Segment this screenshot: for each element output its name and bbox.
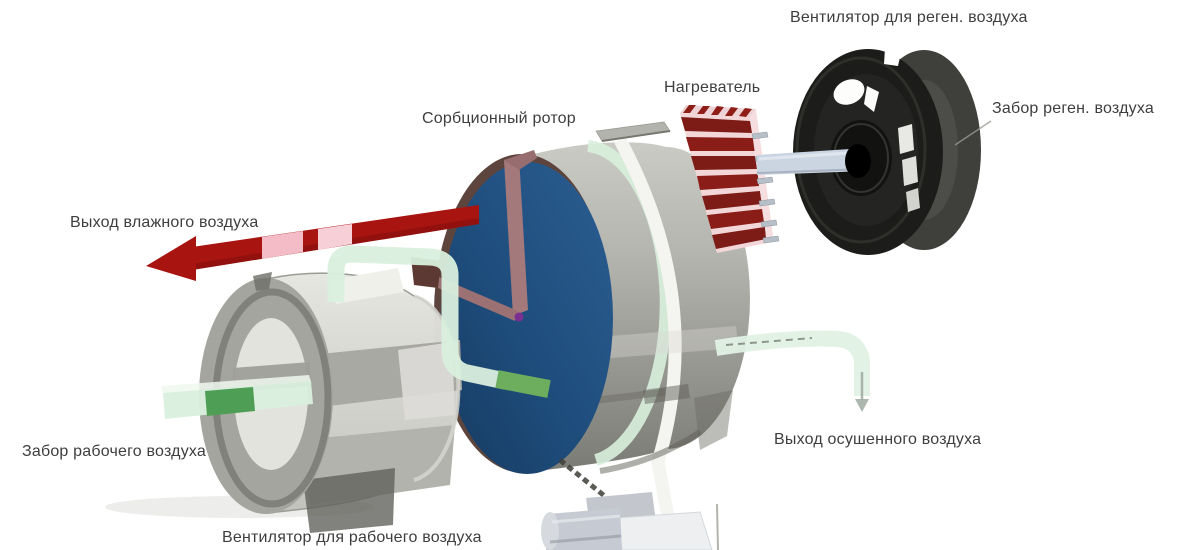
drum-top-plate-edge — [601, 130, 671, 142]
motor-end-cap — [541, 512, 559, 550]
label-dry-air-out: Выход осушенного воздуха — [774, 431, 982, 448]
process-air-duct — [327, 245, 551, 398]
drum-corner-shadow — [694, 390, 733, 450]
rotor-face — [441, 162, 613, 474]
humid-air-arrow — [146, 205, 479, 281]
dry-air-outlet — [714, 330, 870, 412]
sorption-rotor — [411, 121, 750, 550]
drum-highlight — [597, 326, 738, 359]
motor-support-line — [716, 503, 719, 550]
motor-shade-1 — [551, 514, 621, 524]
heater-fins — [681, 117, 766, 249]
fan-drum-right-edge — [413, 294, 461, 482]
regen-fan — [756, 44, 992, 255]
motor-bracket — [617, 511, 713, 550]
label-work-fan: Вентилятор для рабочего воздуха — [222, 529, 482, 546]
drive-chain — [558, 458, 614, 504]
dry-arrow-head — [855, 399, 869, 412]
label-work-air-intake: Забор рабочего воздуха — [22, 443, 207, 460]
label-sorption-rotor: Сорбционный ротор — [422, 110, 576, 127]
drum-silhouette-dashes — [725, 337, 813, 346]
band-dark-segment — [205, 387, 255, 416]
sector-bar-top — [504, 150, 537, 170]
wheel-cutout-2 — [864, 86, 879, 112]
fan-blade-right — [398, 342, 455, 420]
fan-bottom-shadow — [303, 468, 395, 533]
regen-intake-pointer — [954, 120, 992, 146]
drum-top-plate — [595, 121, 671, 142]
heater — [680, 105, 780, 253]
working-air-band — [161, 375, 313, 419]
wheel-cutout-1 — [833, 79, 865, 105]
arrow-pink-segment-2 — [318, 224, 352, 250]
heater-side-frame — [750, 109, 773, 243]
arrow-pink-segment-1 — [262, 231, 303, 259]
label-humid-air-out: Выход влажного воздуха — [70, 214, 259, 231]
fan-ring-notch — [253, 272, 272, 291]
arrow-head — [146, 236, 196, 281]
heater-top-stripes — [683, 105, 752, 117]
band-top-face — [161, 375, 311, 393]
motor-shade-2 — [549, 534, 622, 544]
sector-bar-vertical — [504, 156, 528, 316]
sector-pivot-dot — [514, 312, 524, 322]
rotor-drive-belt — [614, 136, 682, 550]
regen-fan-slats — [898, 124, 920, 212]
label-regen-intake: Забор реген. воздуха — [992, 100, 1154, 117]
fan-blade-top — [330, 268, 404, 304]
hub-center — [845, 144, 871, 178]
drum-dark-wedge — [643, 384, 690, 404]
duct-pipe — [327, 245, 507, 390]
drum-bottom-edge — [599, 429, 702, 474]
rotor-motor — [541, 458, 719, 550]
wheel-ring-line — [795, 56, 927, 244]
wheel-gap-top — [884, 44, 903, 66]
duct-green-end — [495, 370, 551, 398]
label-regen-fan: Вентилятор для реген. воздуха — [790, 9, 1028, 26]
label-heater: Нагреватель — [664, 79, 761, 96]
